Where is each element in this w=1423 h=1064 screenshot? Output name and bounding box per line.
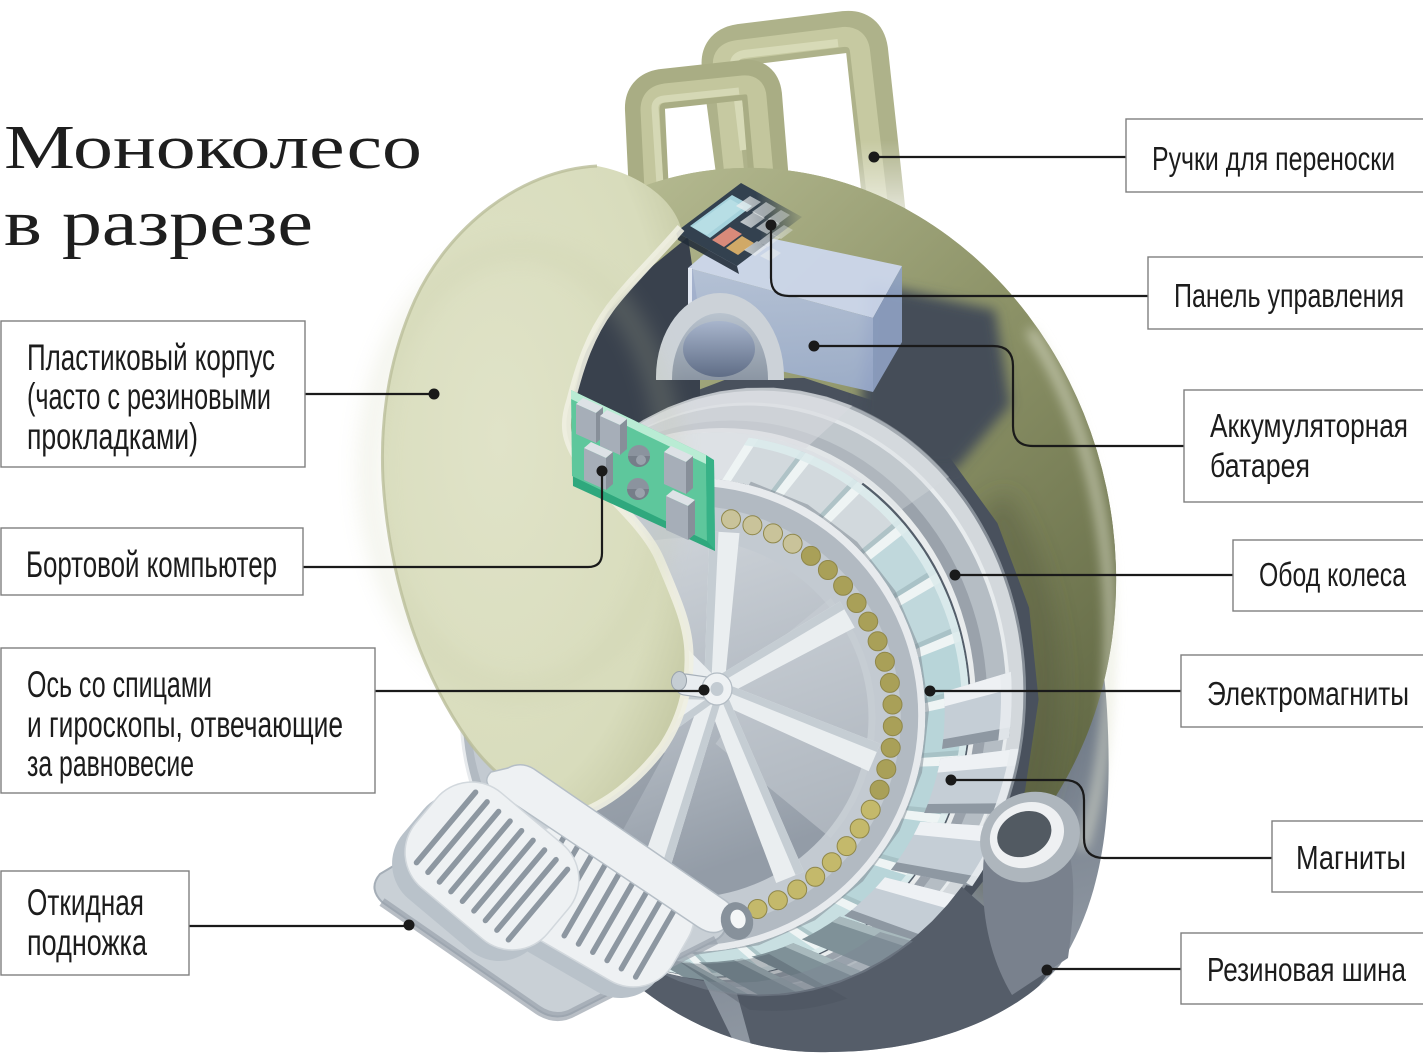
svg-text:Бортовой компьютер: Бортовой компьютер	[26, 544, 277, 585]
svg-text:батарея: батарея	[1210, 447, 1310, 484]
svg-text:Аккумуляторная: Аккумуляторная	[1210, 407, 1408, 444]
svg-text:прокладками): прокладками)	[27, 416, 198, 457]
svg-text:за равновесие: за равновесие	[27, 743, 194, 784]
svg-text:(часто с резиновыми: (часто с резиновыми	[27, 376, 271, 417]
svg-text:и гироскопы, отвечающие: и гироскопы, отвечающие	[27, 704, 343, 745]
svg-text:Ручки для переноски: Ручки для переноски	[1152, 140, 1395, 177]
svg-text:Откидная: Откидная	[27, 882, 144, 923]
svg-text:Панель управления: Панель управления	[1174, 277, 1404, 314]
svg-text:Резиновая шина: Резиновая шина	[1207, 951, 1407, 988]
svg-text:Моноколесо: Моноколесо	[4, 114, 422, 182]
svg-text:Электромагниты: Электромагниты	[1207, 675, 1409, 712]
svg-text:в разрезе: в разрезе	[4, 187, 313, 260]
svg-text:Пластиковый корпус: Пластиковый корпус	[27, 337, 275, 378]
svg-text:Обод колеса: Обод колеса	[1259, 556, 1406, 593]
svg-text:Ось со спицами: Ось со спицами	[27, 664, 212, 705]
svg-text:подножка: подножка	[27, 922, 147, 963]
svg-text:Магниты: Магниты	[1296, 839, 1406, 876]
